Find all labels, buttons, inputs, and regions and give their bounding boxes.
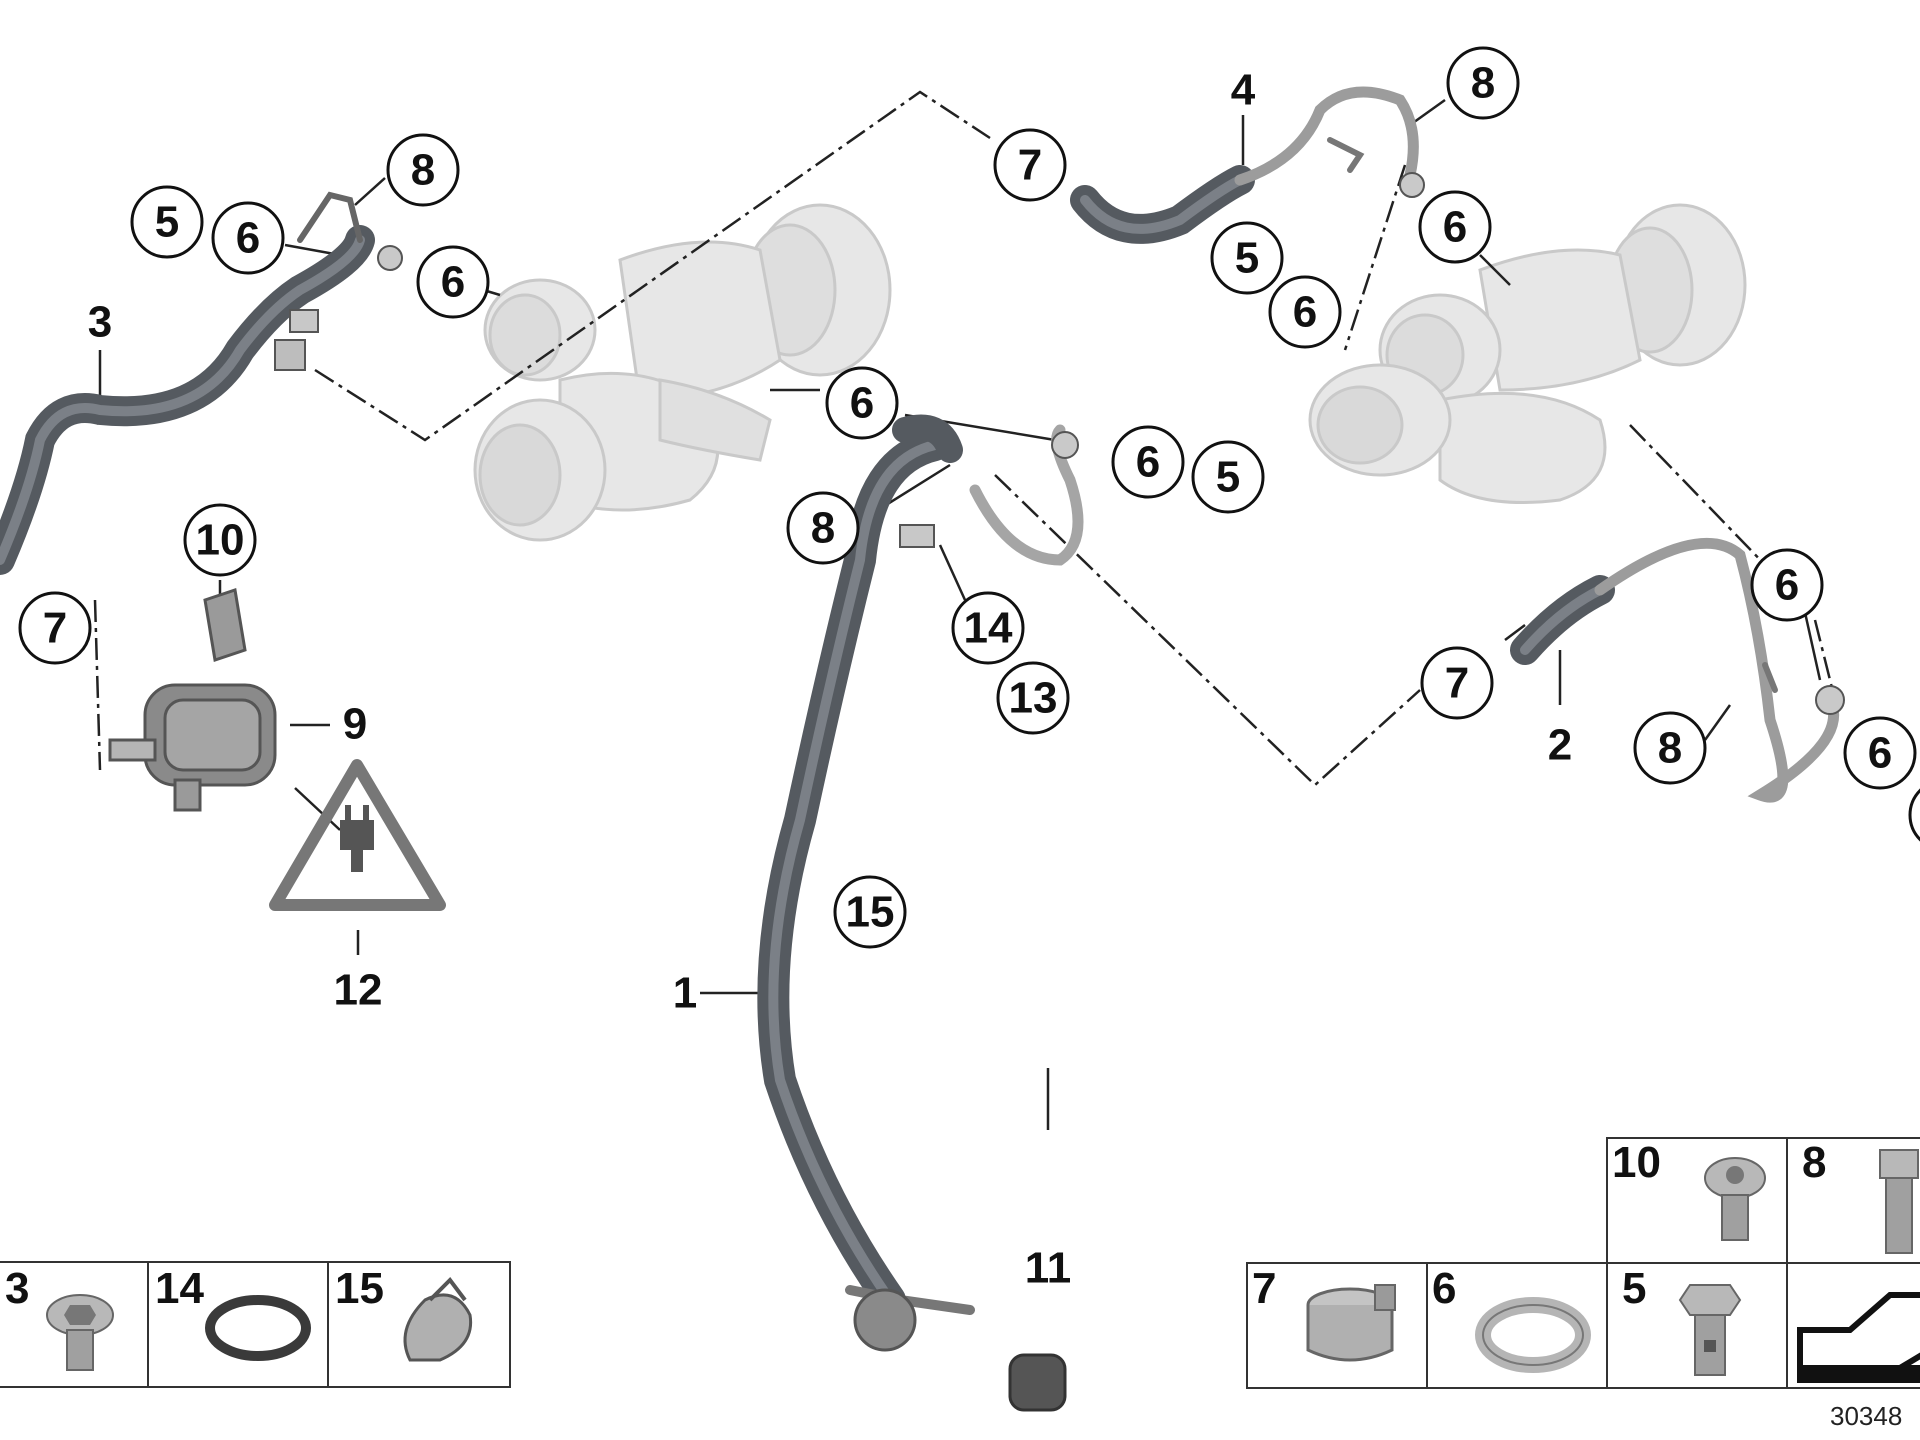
svg-text:6: 6 <box>1293 288 1317 337</box>
hose-1 <box>757 414 1084 1412</box>
callout-6-h: 6 <box>1843 716 1917 790</box>
callout-5-c: 5 <box>1191 440 1265 514</box>
parts-cell-14-label: 14 <box>155 1264 204 1313</box>
callout-2: 2 <box>1548 721 1572 770</box>
callout-partial-edge <box>1908 788 1920 842</box>
callout-11: 11 <box>1025 1244 1072 1293</box>
parts-table-right: 10 8 7 6 5 <box>1246 1137 1920 1389</box>
svg-text:6: 6 <box>236 214 260 263</box>
callouts: 8 5 6 6 3 7 10 9 12 <box>18 46 1920 1293</box>
callout-8-c: 8 <box>786 491 860 565</box>
clip-icon <box>403 1276 473 1362</box>
hose-clamp-icon <box>1306 1284 1396 1362</box>
callout-1: 1 <box>673 969 697 1018</box>
parts-cell-5-label: 5 <box>1622 1264 1646 1313</box>
turbocharger-right-illustration <box>1308 203 1747 504</box>
callout-7-c: 7 <box>1420 646 1494 720</box>
electrical-connector-warning-icon <box>269 759 446 911</box>
callout-5-b: 5 <box>1210 221 1284 295</box>
svg-text:9: 9 <box>343 700 367 749</box>
callout-4: 4 <box>1231 66 1256 115</box>
o-ring-icon <box>205 1295 311 1361</box>
svg-text:8: 8 <box>1658 724 1682 773</box>
svg-text:2: 2 <box>1548 721 1572 770</box>
seal-ring-icon <box>1475 1297 1591 1373</box>
callout-5-a: 5 <box>130 185 204 259</box>
direction-arrow-icon <box>1797 1292 1920 1383</box>
svg-text:15: 15 <box>846 888 895 937</box>
svg-text:11: 11 <box>1025 1244 1072 1293</box>
svg-text:8: 8 <box>811 504 835 553</box>
drawing-number: 30348 <box>1830 1401 1902 1431</box>
svg-text:8: 8 <box>1471 59 1495 108</box>
callout-6-g: 6 <box>1750 548 1824 622</box>
callout-6-b: 6 <box>416 245 490 319</box>
svg-text:1: 1 <box>673 969 697 1018</box>
svg-text:6: 6 <box>1775 561 1799 610</box>
callout-6-a: 6 <box>211 201 285 275</box>
svg-text:4: 4 <box>1231 66 1256 115</box>
hose-2 <box>1510 537 1845 803</box>
callout-8-d: 8 <box>1633 711 1707 785</box>
svg-text:7: 7 <box>1445 659 1469 708</box>
callout-6-e: 6 <box>825 366 899 440</box>
banjo-bolt-icon <box>1678 1284 1742 1376</box>
parts-cell-7-label: 7 <box>1252 1264 1276 1313</box>
callout-8-b: 8 <box>1446 46 1520 120</box>
hose-4 <box>1070 86 1425 244</box>
callout-9: 9 <box>343 700 367 749</box>
flange-bolt-icon <box>1704 1157 1766 1241</box>
callout-7-b: 7 <box>993 128 1067 202</box>
hex-bolt-icon <box>1879 1149 1919 1254</box>
parts-cell-15-label: 15 <box>335 1264 384 1313</box>
leader-lines-solid <box>98 98 1822 1130</box>
svg-text:7: 7 <box>43 604 67 653</box>
callout-12: 12 <box>334 966 383 1015</box>
svg-text:5: 5 <box>1235 234 1259 283</box>
callout-6-d: 6 <box>1268 275 1342 349</box>
parts-cell-8-label: 8 <box>1802 1138 1826 1187</box>
bolt-icon <box>46 1294 114 1371</box>
svg-text:6: 6 <box>1868 729 1892 778</box>
parts-cell-3-label: 3 <box>5 1264 29 1313</box>
svg-text:12: 12 <box>334 966 383 1015</box>
callout-15: 15 <box>833 875 907 949</box>
parts-cell-6-label: 6 <box>1432 1264 1456 1313</box>
svg-text:6: 6 <box>441 258 465 307</box>
hose-3 <box>0 191 403 575</box>
svg-text:5: 5 <box>1216 453 1240 502</box>
callout-10: 10 <box>183 503 257 577</box>
svg-text:6: 6 <box>1136 438 1160 487</box>
callout-6-c: 6 <box>1418 190 1492 264</box>
svg-text:14: 14 <box>964 604 1013 653</box>
svg-text:6: 6 <box>1443 203 1467 252</box>
svg-text:13: 13 <box>1009 674 1058 723</box>
callout-8-a: 8 <box>386 133 460 207</box>
callout-7-a: 7 <box>18 591 92 665</box>
parts-table-left: 3 14 15 <box>0 1261 511 1388</box>
callout-3: 3 <box>88 298 112 347</box>
callout-13: 13 <box>996 661 1070 735</box>
callout-6-f: 6 <box>1111 425 1185 499</box>
pump-9 <box>108 588 277 812</box>
svg-text:3: 3 <box>88 298 112 347</box>
svg-text:8: 8 <box>411 146 435 195</box>
svg-text:5: 5 <box>155 198 179 247</box>
parts-cell-10-label: 10 <box>1612 1138 1661 1187</box>
turbocharger-left-illustration <box>473 203 892 542</box>
svg-text:7: 7 <box>1018 141 1042 190</box>
svg-text:10: 10 <box>196 516 245 565</box>
svg-text:6: 6 <box>850 379 874 428</box>
callout-14: 14 <box>951 591 1025 665</box>
